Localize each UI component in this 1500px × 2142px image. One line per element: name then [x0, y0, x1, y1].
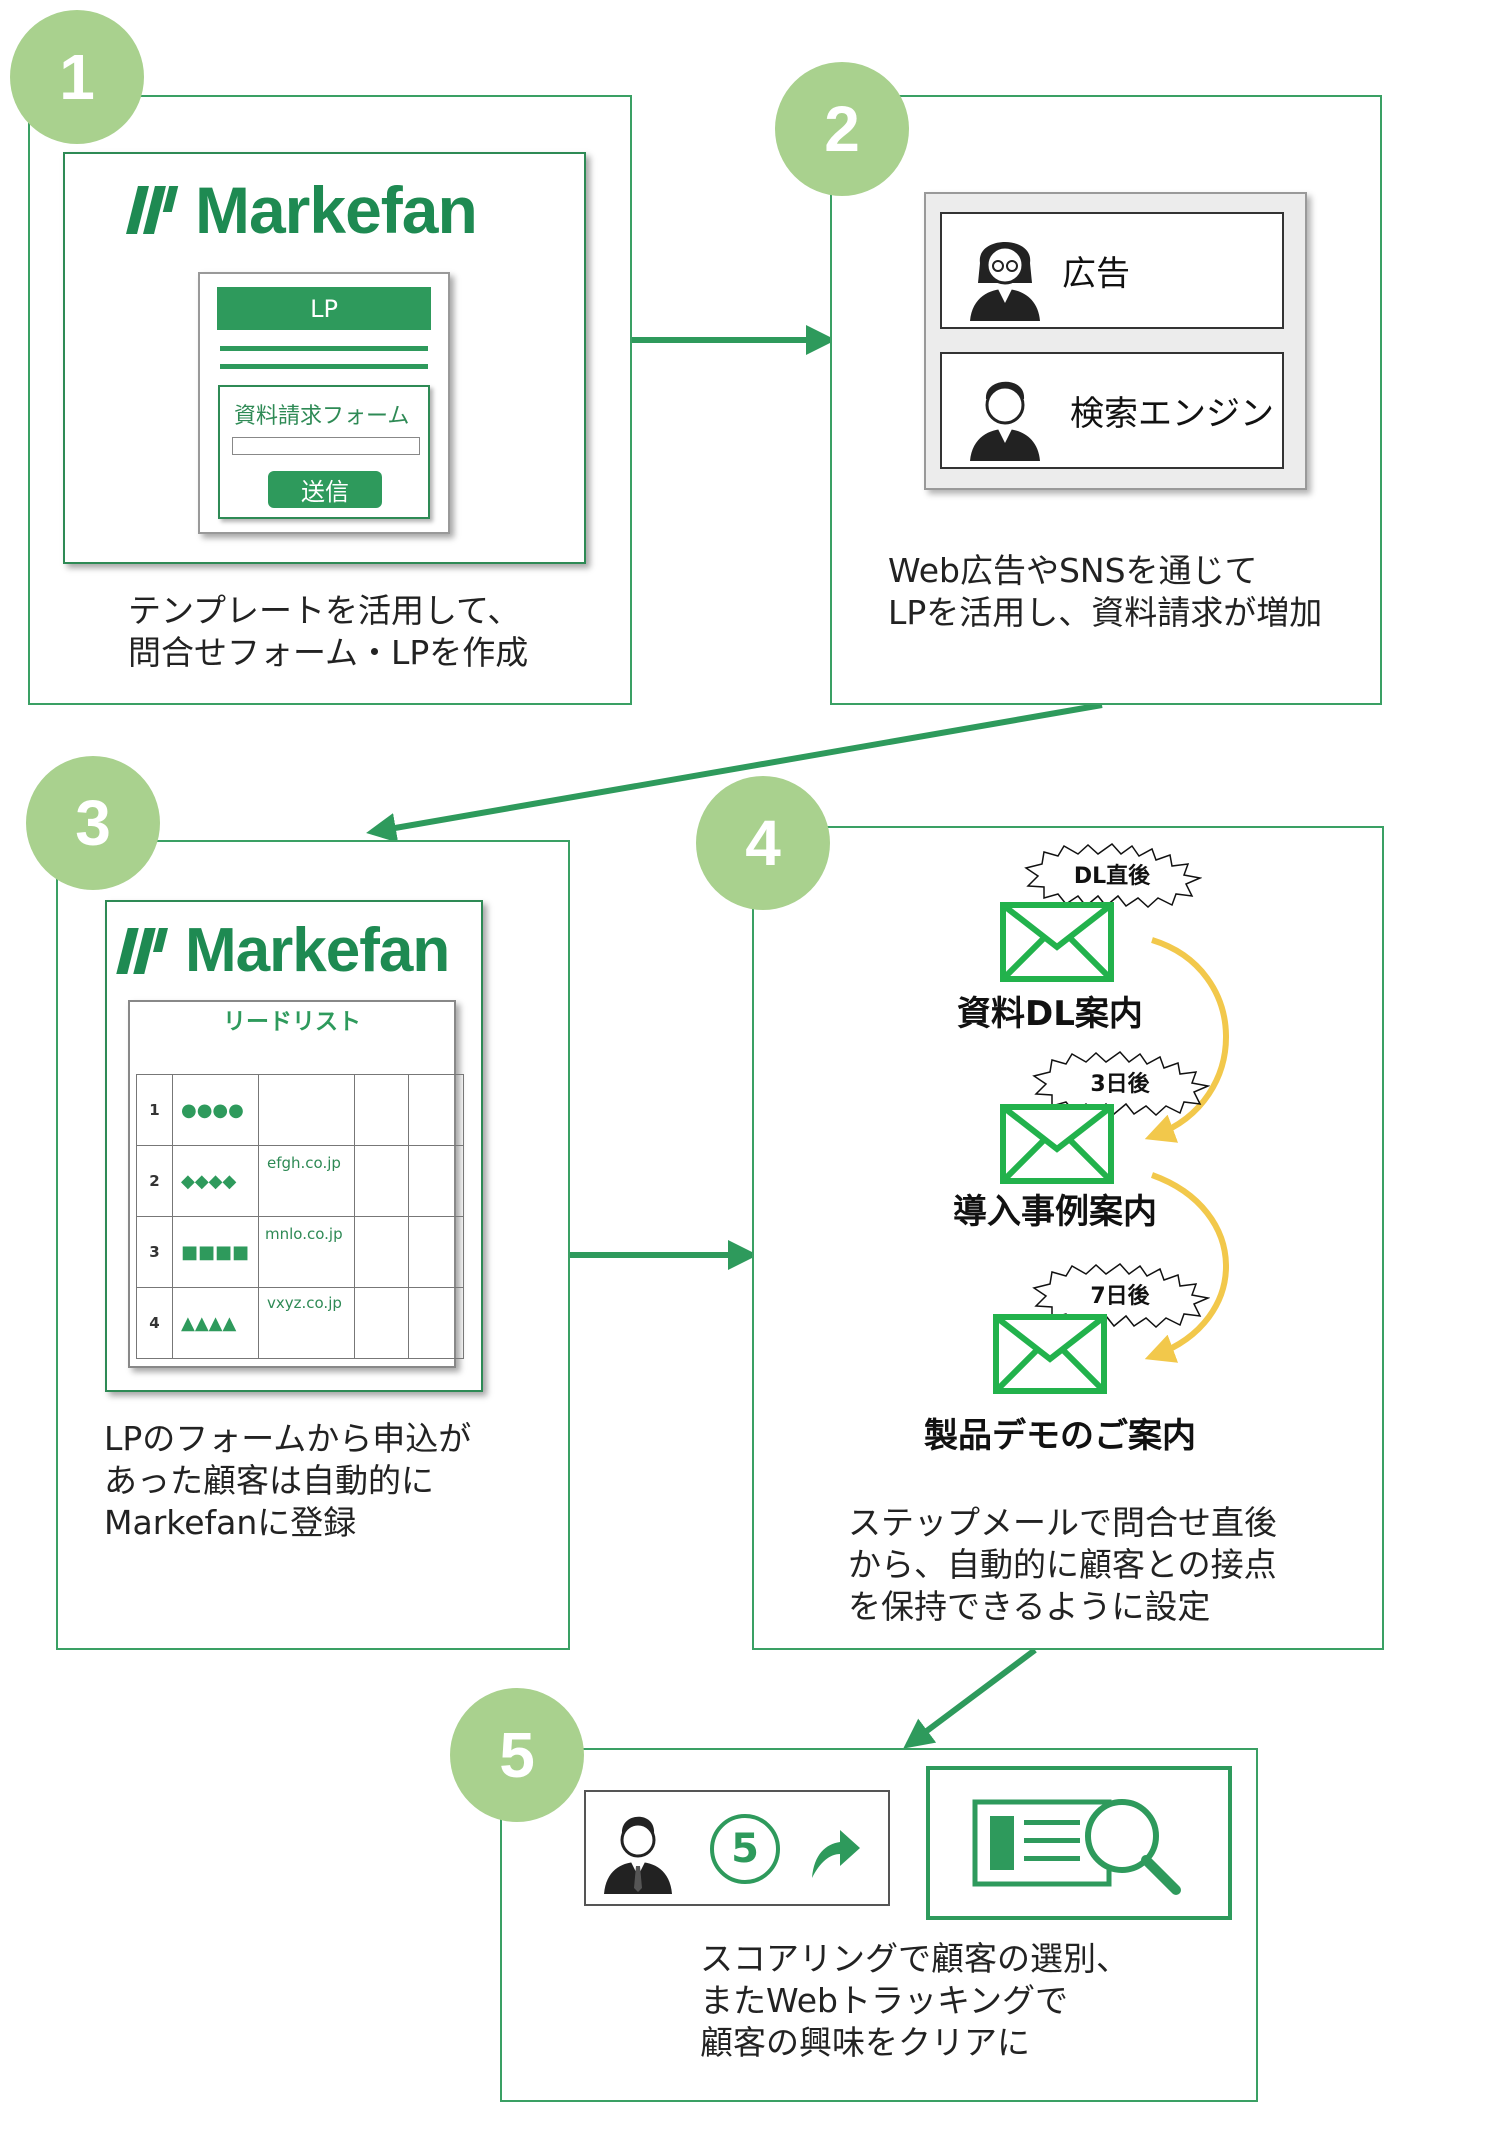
mail-icon-3 [993, 1314, 1107, 1394]
markefan-mark-icon [116, 927, 171, 974]
markefan-mark-icon [126, 186, 181, 234]
channel-search-label: 検索エンジン [1070, 394, 1274, 434]
timing-burst-3: 7日後 [1032, 1263, 1210, 1328]
step-1-badge: 1 [10, 10, 144, 144]
mail-icon-2 [1000, 1104, 1114, 1184]
markefan-logo-3: Markefan [116, 915, 450, 986]
businessman-icon [604, 1816, 672, 1894]
mail-label-1: 資料DL案内 [957, 994, 1143, 1034]
timing-burst-1: DL直後 [1024, 843, 1202, 908]
step-1-caption: テンプレートを活用して、 問合せフォーム・LPを作成 [128, 591, 529, 672]
step-2-caption: Web広告やSNSを通じて LPを活用し、資料請求が増加 [888, 551, 1323, 632]
svg-text:DL直後: DL直後 [1074, 863, 1151, 889]
table-row: 2 ◆◆◆◆ efgh.co.jp [136, 1145, 464, 1217]
lp-submit-button: 送信 [268, 471, 382, 508]
lp-form-input [232, 437, 420, 455]
lp-mock-line [220, 364, 428, 369]
arrow-2-to-3 [366, 702, 1103, 843]
svg-text:3日後: 3日後 [1090, 1071, 1150, 1097]
channel-ads: 広告 [940, 212, 1284, 329]
curve-arrow-2 [1144, 1172, 1229, 1363]
mail-icon-1 [1000, 902, 1114, 982]
arrow-4-to-5 [903, 1647, 1037, 1749]
woman-avatar-icon [970, 241, 1040, 321]
lead-list-title: リードリスト [223, 1009, 361, 1035]
man-avatar-icon [970, 381, 1040, 461]
step-5-caption: スコアリングで顧客の選別、 またWebトラッキングで 顧客の興味をクリアに [700, 1939, 1129, 2062]
step-mail-flow [1144, 937, 1229, 1363]
score-circle-icon: 5 [710, 1814, 780, 1884]
channel-ads-label: 広告 [1062, 254, 1130, 294]
markefan-logo-1: Markefan [126, 172, 478, 248]
step-5-badge: 5 [450, 1688, 584, 1822]
table-row: 3 ■■■■ mnlo.co.jp [136, 1216, 464, 1288]
channel-search: 検索エンジン [940, 352, 1284, 469]
up-arrow-icon [812, 1830, 860, 1878]
lp-form-title: 資料請求フォーム [234, 404, 410, 429]
lead-list-table: 1 ●●●● 2 ◆◆◆◆ efgh.co.jp 3 ■■■■ mnlo.co.… [136, 1074, 464, 1359]
timing-burst-2: 3日後 [1032, 1051, 1210, 1116]
table-row: 1 ●●●● [136, 1074, 464, 1146]
mail-label-2: 導入事例案内 [953, 1192, 1157, 1232]
step-3-caption: LPのフォームから申込が あった顧客は自動的に Markefanに登録 [104, 1419, 472, 1542]
curve-arrow-1 [1144, 937, 1229, 1143]
lp-mock-header: LP [217, 287, 431, 330]
svg-text:7日後: 7日後 [1090, 1283, 1150, 1309]
lp-mock-line [220, 346, 428, 351]
step-2-badge: 2 [775, 62, 909, 196]
table-row: 4 ▲▲▲▲ vxyz.co.jp [136, 1287, 464, 1359]
web-tracking-search-icon [972, 1799, 1181, 1895]
step-3-badge: 3 [26, 756, 160, 890]
mail-label-3: 製品デモのご案内 [924, 1416, 1196, 1456]
step-4-badge: 4 [696, 776, 830, 910]
step-4-caption: ステップメールで問合せ直後 から、自動的に顧客との接点 を保持できるように設定 [848, 1503, 1277, 1626]
